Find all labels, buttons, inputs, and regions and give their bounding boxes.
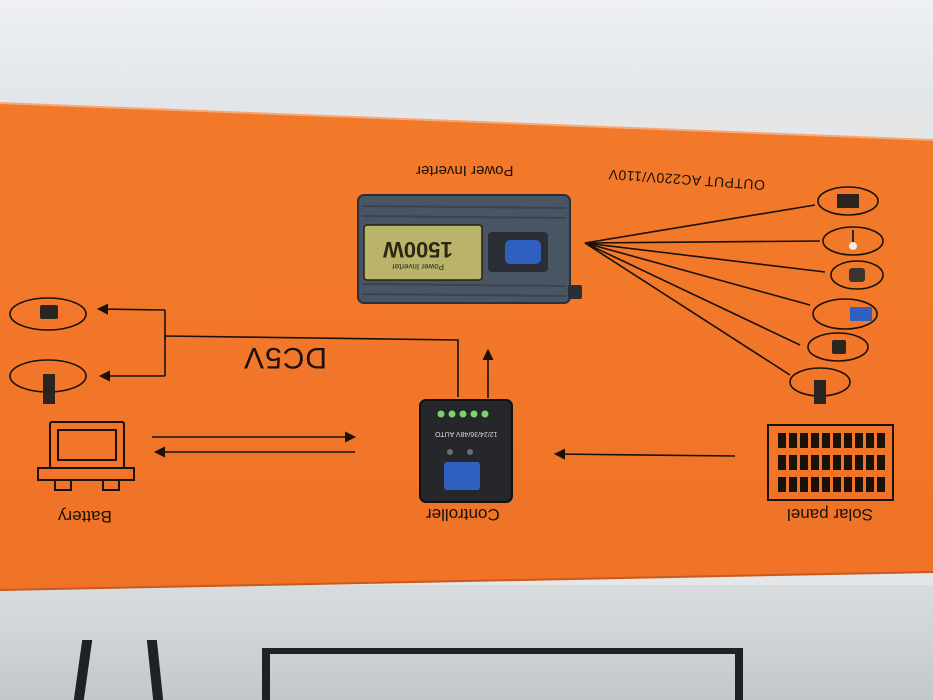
solar-cell <box>822 477 830 492</box>
solar-cell <box>877 477 885 492</box>
controller-device <box>419 399 513 503</box>
dc5v-label: DC5V <box>242 341 328 374</box>
controller-label: Controller <box>426 505 500 524</box>
dc-loads <box>9 297 87 404</box>
controller-spec: 12/24/36/48V AUTO <box>434 430 498 437</box>
solar-cell <box>811 455 819 470</box>
solar-cell <box>789 455 797 470</box>
solar-cell <box>833 433 841 448</box>
solar-cell <box>789 477 797 492</box>
solar-cell <box>866 433 874 448</box>
solar-cell <box>833 455 841 470</box>
stand-leg <box>262 648 742 654</box>
dc5v-wiring <box>96 303 494 398</box>
solar-cell <box>789 433 797 448</box>
solar-controller-arrow <box>553 448 736 460</box>
inverter-wattage: 1500W <box>383 237 453 262</box>
stand-leg <box>262 648 270 700</box>
solar-cell <box>866 455 874 470</box>
solar-cell <box>855 477 863 492</box>
solar-cell <box>844 477 852 492</box>
power-inverter-label: Power Inverter <box>416 162 514 179</box>
solar-cell <box>822 433 830 448</box>
stand-leg <box>735 648 743 700</box>
battery-label: Battery <box>58 507 112 526</box>
solar-cell <box>800 477 808 492</box>
solar-panel-label: Solar panel <box>786 505 873 524</box>
solar-cell <box>855 433 863 448</box>
solar-cell <box>800 455 808 470</box>
battery-icon <box>37 421 135 491</box>
solar-cell <box>877 455 885 470</box>
solar-cell <box>822 455 830 470</box>
solar-cell <box>833 477 841 492</box>
output-appliances <box>789 186 884 404</box>
solar-cell <box>844 455 852 470</box>
battery-controller-arrows <box>152 431 357 458</box>
solar-cell <box>800 433 808 448</box>
background-wall <box>0 0 933 110</box>
solar-cell <box>778 477 786 492</box>
inverter-subtext: Power Inverter <box>391 262 445 271</box>
solar-cell <box>811 477 819 492</box>
solar-cell <box>855 455 863 470</box>
solar-cell <box>811 433 819 448</box>
solar-cell <box>844 433 852 448</box>
solar-cell <box>778 433 786 448</box>
solar-panel-icon <box>767 424 894 501</box>
solar-cell <box>866 477 874 492</box>
solar-cell <box>877 433 885 448</box>
solar-cell <box>778 455 786 470</box>
output-lines <box>584 204 826 376</box>
power-inverter-device <box>357 194 582 304</box>
